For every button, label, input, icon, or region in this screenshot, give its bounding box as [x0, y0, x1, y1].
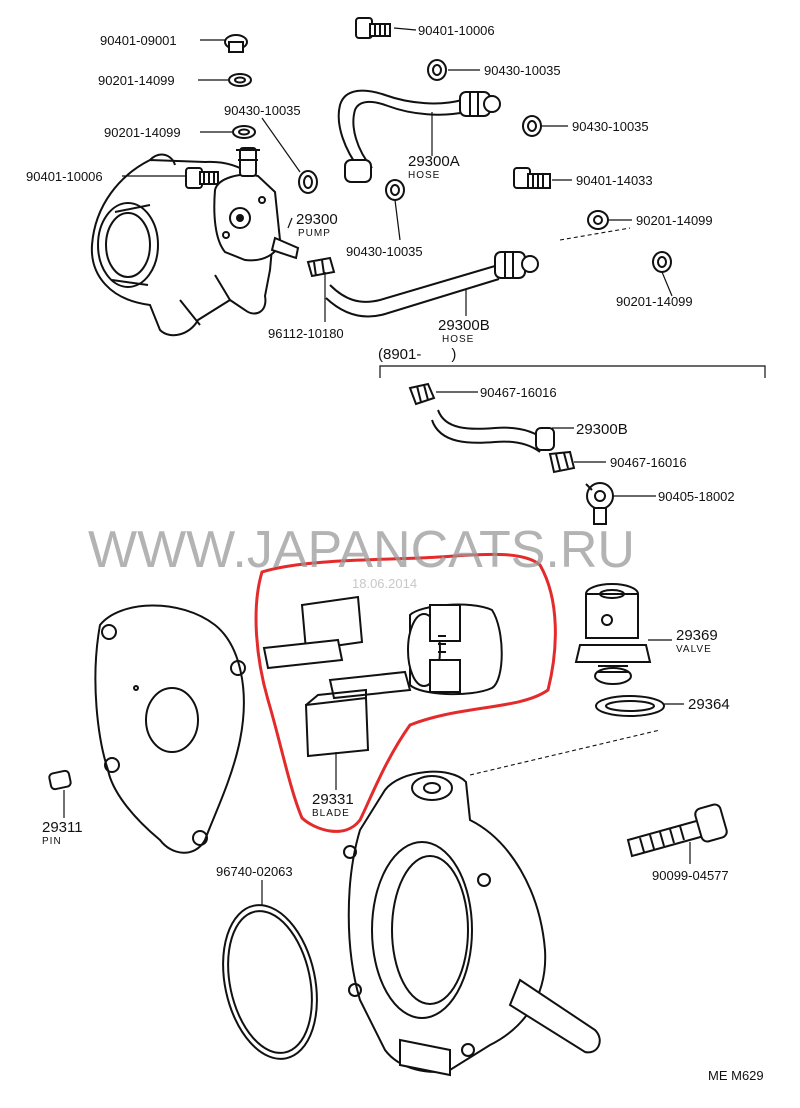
dash-line-lower: [469, 729, 661, 776]
gasket-90430-10035-right: [522, 115, 542, 137]
label-90430-10035-top: 90430-10035: [224, 103, 301, 118]
leader-lines: [63, 27, 691, 906]
rotor: [407, 603, 503, 696]
label-90401-10006-left: 90401-10006: [26, 169, 103, 184]
gasket-90430-10035-mid: [385, 179, 405, 201]
label-29311: 29311: [42, 819, 83, 836]
clip-96112-10180: [306, 256, 336, 278]
union-bolt-90401-14033: [513, 167, 551, 189]
label-29300A-hose: HOSE: [408, 170, 440, 181]
label-90401-14033: 90401-14033: [576, 173, 653, 188]
o-ring-96740-02063: [222, 904, 318, 1060]
label-96740-02063: 96740-02063: [216, 864, 293, 879]
bracket-8901: [379, 365, 766, 378]
label-90201-14099-c: 90201-14099: [636, 213, 713, 228]
gasket-90430-10035-top: [298, 170, 318, 194]
washer-90201-14099-c: [587, 210, 609, 230]
pump-housing: [343, 770, 601, 1077]
label-90099-04577: 90099-04577: [652, 868, 729, 883]
hose-29300A: [337, 89, 501, 183]
label-90405-18002: 90405-18002: [658, 489, 735, 504]
blade-group-29331: [262, 595, 412, 758]
footer-code: ME M629: [708, 1068, 764, 1083]
label-29369: 29369: [676, 627, 718, 644]
washer-90201-14099-a: [228, 73, 252, 87]
label-29364: 29364: [688, 696, 730, 713]
hose-29300B-upper: [325, 251, 539, 318]
label-90467-16016-a: 90467-16016: [480, 385, 557, 400]
part-labels: 90401-09001 90201-14099 90430-10035 9020…: [26, 23, 764, 1083]
washer-90201-14099-d: [652, 251, 672, 273]
bolt-90099-04577: [626, 803, 728, 858]
hose-29300B-lower: [431, 409, 555, 453]
label-90201-14099-b: 90201-14099: [104, 125, 181, 140]
washer-90201-14099-b: [232, 125, 256, 139]
date-stamp: 18.06.2014: [352, 576, 417, 591]
bracket-date-label: (8901- ): [378, 346, 456, 363]
label-90401-09001: 90401-09001: [100, 33, 177, 48]
label-29369-valve: VALVE: [676, 644, 712, 655]
clamp-90467-16016-b: [548, 450, 576, 474]
bolt-cap-90401-09001: [224, 34, 248, 53]
watermark: WWW.JAPANCATS.RU: [88, 521, 635, 579]
label-29300B-hose: HOSE: [442, 334, 474, 345]
label-90201-14099-d: 90201-14099: [616, 294, 693, 309]
label-29331-blade: BLADE: [312, 808, 350, 819]
vacuum-pump-upper: [213, 147, 300, 262]
label-90467-16016-b: 90467-16016: [610, 455, 687, 470]
union-bolt-90401-10006-left: [185, 167, 219, 189]
label-90430-10035-rtop: 90430-10035: [484, 63, 561, 78]
gasket-90430-10035-upper-right: [427, 59, 447, 81]
highlight-outline: [254, 552, 557, 833]
label-29300B-lower: 29300B: [576, 421, 628, 438]
pump-cover-plate: [94, 604, 246, 854]
valve-29369: [574, 583, 652, 685]
label-29300: 29300: [296, 211, 338, 228]
pin-29311: [48, 769, 72, 791]
label-90401-10006-top: 90401-10006: [418, 23, 495, 38]
label-90430-10035-mid: 90430-10035: [346, 244, 423, 259]
gasket-29364: [595, 695, 665, 717]
label-90430-10035-right: 90430-10035: [572, 119, 649, 134]
label-90201-14099-a: 90201-14099: [98, 73, 175, 88]
label-29331: 29331: [312, 791, 354, 808]
label-29300B: 29300B: [438, 317, 490, 334]
label-29311-pin: PIN: [42, 836, 62, 847]
check-valve-90405-18002: [585, 482, 614, 525]
label-29300A: 29300A: [408, 153, 460, 170]
dash-line-upper: [559, 227, 631, 241]
label-96112-10180: 96112-10180: [268, 326, 344, 341]
union-bolt-90401-10006-top: [355, 17, 391, 39]
label-29300-pump: PUMP: [298, 228, 331, 239]
clamp-90467-16016-a: [408, 382, 436, 406]
